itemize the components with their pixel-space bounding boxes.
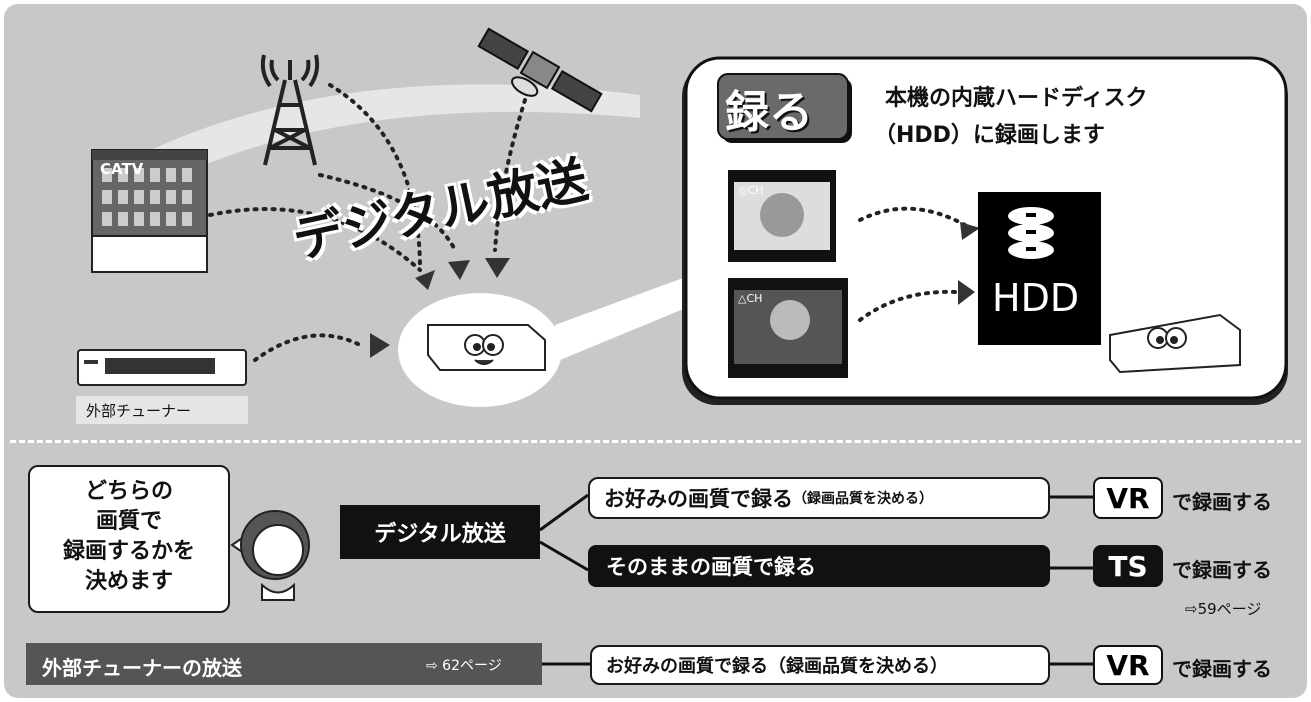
record-badge-text: 録る	[725, 87, 813, 138]
tuner-label-bg	[76, 396, 248, 424]
page-reference-59: ⇨59ページ	[1185, 600, 1262, 618]
signal-arc	[120, 84, 640, 190]
option-preferred-quality-external: お好みの画質で録る（録画品質を決める）	[590, 645, 1050, 685]
hdd-label: HDD	[992, 276, 1080, 320]
external-tuner-title: 外部チューナーの放送	[42, 656, 242, 680]
vr-badge: VR	[1093, 645, 1163, 685]
woman-thinking-icon	[240, 510, 310, 601]
signal-arrows	[370, 258, 510, 358]
catv-building-icon	[91, 149, 208, 273]
option1-sub: （録画品質を決める）	[793, 491, 933, 507]
page-reference-62: ⇨ 62ページ	[426, 658, 502, 674]
vr-badge: VR	[1093, 477, 1163, 519]
record-badge	[717, 73, 849, 140]
channel2-label: △CH	[738, 292, 763, 305]
option1-main: お好みの画質で録る	[604, 487, 793, 511]
digital-broadcast-box: デジタル放送	[340, 505, 540, 559]
question-line: 決めます	[84, 569, 173, 594]
channel1-label: ◎CH	[738, 184, 764, 197]
question-line: 録画するかを	[62, 539, 195, 564]
record-suffix: で録画する	[1172, 657, 1272, 681]
film-strip-1	[728, 170, 836, 262]
ts-badge: TS	[1093, 545, 1163, 587]
catv-label: CATV	[100, 160, 144, 178]
option-original-quality: そのままの画質で録る	[588, 545, 1050, 587]
tv-tower-icon	[260, 54, 320, 166]
flow-connectors	[230, 493, 1093, 666]
external-tuner-icon	[77, 349, 247, 386]
recorder-small-icon	[1109, 313, 1241, 374]
recorder-icon	[427, 324, 546, 371]
record-desc-line2: （HDD）に録画します	[874, 123, 1105, 148]
external-tuner-label: 外部チューナー	[86, 402, 192, 420]
question-line: 画質で	[95, 509, 162, 534]
question-box: どちらの 画質で 録画するかを 決めます	[28, 465, 230, 613]
record-desc-line1: 本機の内蔵ハードディスク	[885, 86, 1148, 111]
broadcast-illustration	[76, 27, 1288, 424]
record-suffix: で録画する	[1172, 490, 1272, 514]
film-strip-2	[728, 278, 848, 378]
signal-lines	[208, 83, 527, 362]
section-divider	[10, 440, 1301, 443]
question-line: どちらの	[84, 479, 173, 504]
option-preferred-quality: お好みの画質で録る （録画品質を決める）	[588, 477, 1050, 519]
callout-tail	[555, 270, 705, 360]
external-tuner-box: 外部チューナーの放送 ⇨ 62ページ	[26, 643, 542, 685]
record-suffix: で録画する	[1172, 558, 1272, 582]
satellite-icon	[477, 27, 603, 113]
